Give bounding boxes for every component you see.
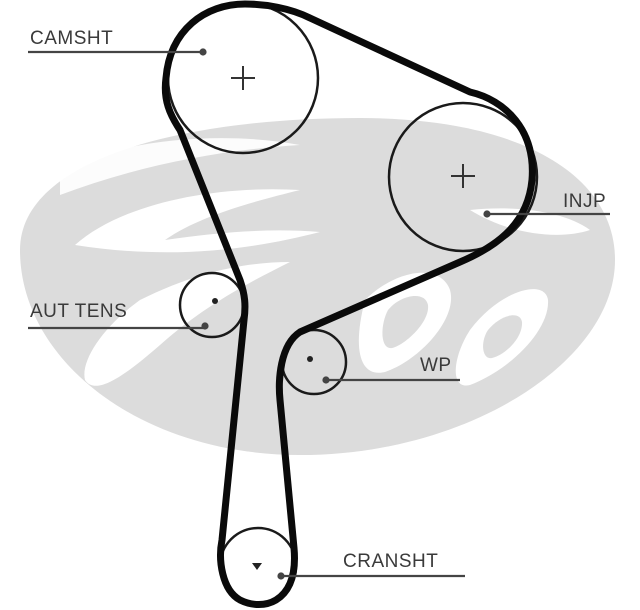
auto-tensioner-label: AUT TENS: [30, 301, 128, 322]
water-pump-center-dot: [307, 356, 313, 362]
crankshaft-center-mark: [252, 563, 262, 570]
water-pump-label: WP: [420, 355, 452, 376]
timing-belt: [161, 0, 536, 608]
auto-tensioner-center-dot: [212, 298, 218, 304]
injection-pump-pulley: [387, 101, 539, 253]
crankshaft-label: CRANSHT: [343, 551, 439, 572]
camshaft-label: CAMSHT: [30, 28, 114, 49]
injection-pump-label: INJP: [563, 191, 607, 212]
